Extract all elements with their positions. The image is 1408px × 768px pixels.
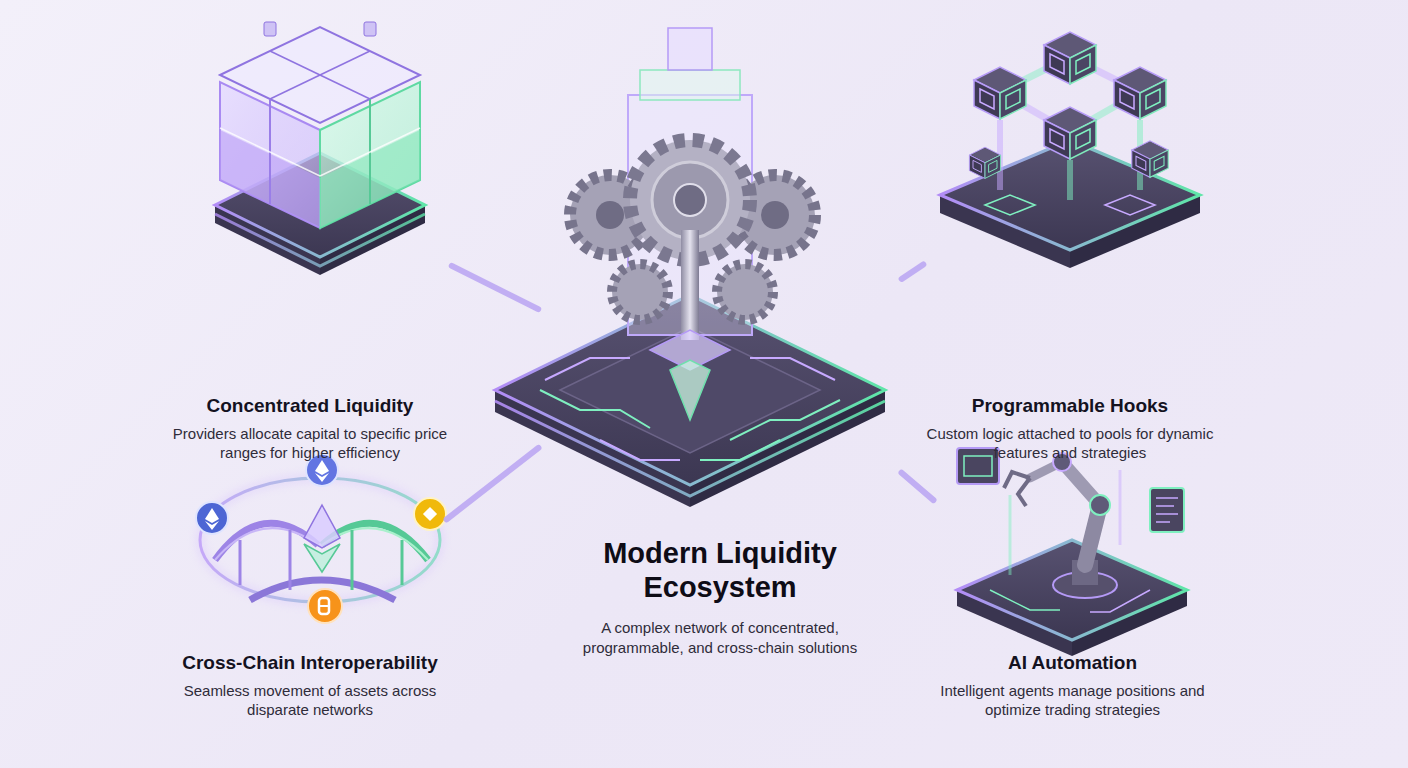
hooks-cluster-part — [1044, 107, 1096, 159]
bridge-network-part — [322, 523, 428, 560]
hooks-cluster-part — [985, 195, 1035, 215]
bridge-network-part — [315, 473, 329, 482]
feature-node: Cross-Chain InteroperabilitySeamless mov… — [175, 440, 445, 720]
liquidity-container-part — [320, 128, 420, 176]
liquidity-container-part — [270, 51, 370, 99]
bridge-network-part — [200, 478, 440, 602]
central-engine — [495, 28, 885, 507]
bridge-network-part — [308, 589, 342, 623]
hooks-cluster-part — [1044, 32, 1096, 84]
hooks-cluster-part — [1114, 67, 1166, 119]
robot-arm-part — [1156, 521, 1170, 523]
robot-arm-part — [1119, 470, 1122, 545]
robot-arm-part — [957, 540, 1187, 640]
robot-arm-part — [1090, 495, 1110, 515]
central-engine-part — [596, 201, 624, 229]
liquidity-container-part — [364, 22, 376, 36]
robot-arm-part — [1156, 505, 1174, 507]
bridge-network-part — [315, 460, 329, 475]
bridge-network-part — [304, 505, 340, 548]
glow-connector — [902, 264, 924, 278]
central-engine-part — [670, 360, 710, 420]
bridge-network-part — [205, 521, 219, 530]
bridge-network-part — [414, 498, 446, 530]
hooks-cluster-part — [1067, 160, 1073, 200]
feature-node: Programmable HooksCustom logic attached … — [925, 20, 1215, 463]
node-description: Intelligent agents manage positions and … — [935, 681, 1210, 720]
robot-arm-part — [1018, 478, 1030, 506]
hooks-cluster — [940, 32, 1200, 268]
central-engine-part — [600, 440, 680, 460]
feature-node: Concentrated LiquidityProviders allocate… — [170, 20, 450, 463]
bridge-network-part — [351, 530, 354, 590]
node-description: Seamless movement of assets across dispa… — [175, 681, 445, 720]
central-engine-part — [540, 390, 650, 428]
node-heading: Modern Liquidity Ecosystem — [540, 536, 900, 604]
liquidity-container-part — [220, 128, 320, 176]
hooks-cluster-part — [1132, 141, 1168, 177]
bridge-network-part — [215, 528, 318, 560]
bridge-network-part — [200, 478, 440, 602]
hooks-cluster-part — [969, 147, 1000, 178]
bridge-network-part — [289, 530, 292, 590]
node-description: Providers allocate capital to specific p… — [170, 424, 450, 463]
central-engine-part — [750, 358, 835, 380]
glow-connector — [447, 448, 539, 519]
node-description: Custom logic attached to pools for dynam… — [925, 424, 1215, 463]
central-engine-part — [730, 400, 840, 440]
glow-connector — [452, 266, 538, 309]
bridge-network-part — [196, 502, 228, 534]
hooks-cluster-part — [974, 67, 1026, 119]
feature-node: AI AutomationIntelligent agents manage p… — [935, 440, 1210, 720]
central-engine-part — [545, 358, 630, 380]
robot-arm-part — [1009, 495, 1012, 575]
node-heading: Cross-Chain Interoperability — [175, 652, 445, 675]
bridge-network-part — [205, 508, 219, 523]
robot-arm — [957, 448, 1187, 656]
liquidity-container-part — [220, 27, 420, 123]
central-engine-part — [674, 184, 706, 216]
bridge-network-part — [423, 507, 437, 521]
hooks-cluster-part — [1105, 195, 1155, 215]
hub-node: Modern Liquidity Ecosystem A complex netw… — [540, 70, 900, 657]
bridge-network-part — [215, 523, 318, 560]
central-engine-part — [761, 201, 789, 229]
central-engine-part — [652, 162, 728, 238]
robot-arm-part — [1156, 497, 1178, 499]
liquidity-container-part — [264, 22, 276, 36]
bridge-network-part — [401, 540, 404, 585]
bridge-network-part — [239, 540, 242, 585]
central-engine-part — [612, 264, 668, 320]
glow-connector — [902, 473, 934, 500]
bridge-network — [196, 454, 446, 623]
node-heading: AI Automation — [935, 652, 1210, 675]
node-description: A complex network of concentrated, progr… — [555, 618, 885, 657]
central-engine-part — [640, 70, 740, 100]
robot-arm-part — [964, 456, 992, 476]
robot-arm-part — [957, 448, 999, 484]
central-engine-part — [700, 440, 780, 460]
node-heading: Programmable Hooks — [925, 395, 1215, 418]
liquidity-container-part — [270, 51, 370, 99]
central-engine-part — [560, 327, 820, 453]
central-engine-part — [668, 28, 712, 70]
bridge-network-part — [304, 544, 340, 572]
liquidity-container — [215, 22, 425, 275]
robot-arm-part — [1150, 488, 1184, 532]
robot-arm-part — [990, 590, 1060, 610]
bridge-network-part — [319, 605, 329, 607]
central-engine-part — [681, 230, 699, 340]
bridge-network-part — [319, 598, 329, 614]
central-engine-part — [717, 264, 773, 320]
node-heading: Concentrated Liquidity — [170, 395, 450, 418]
robot-arm-part — [1156, 513, 1178, 515]
